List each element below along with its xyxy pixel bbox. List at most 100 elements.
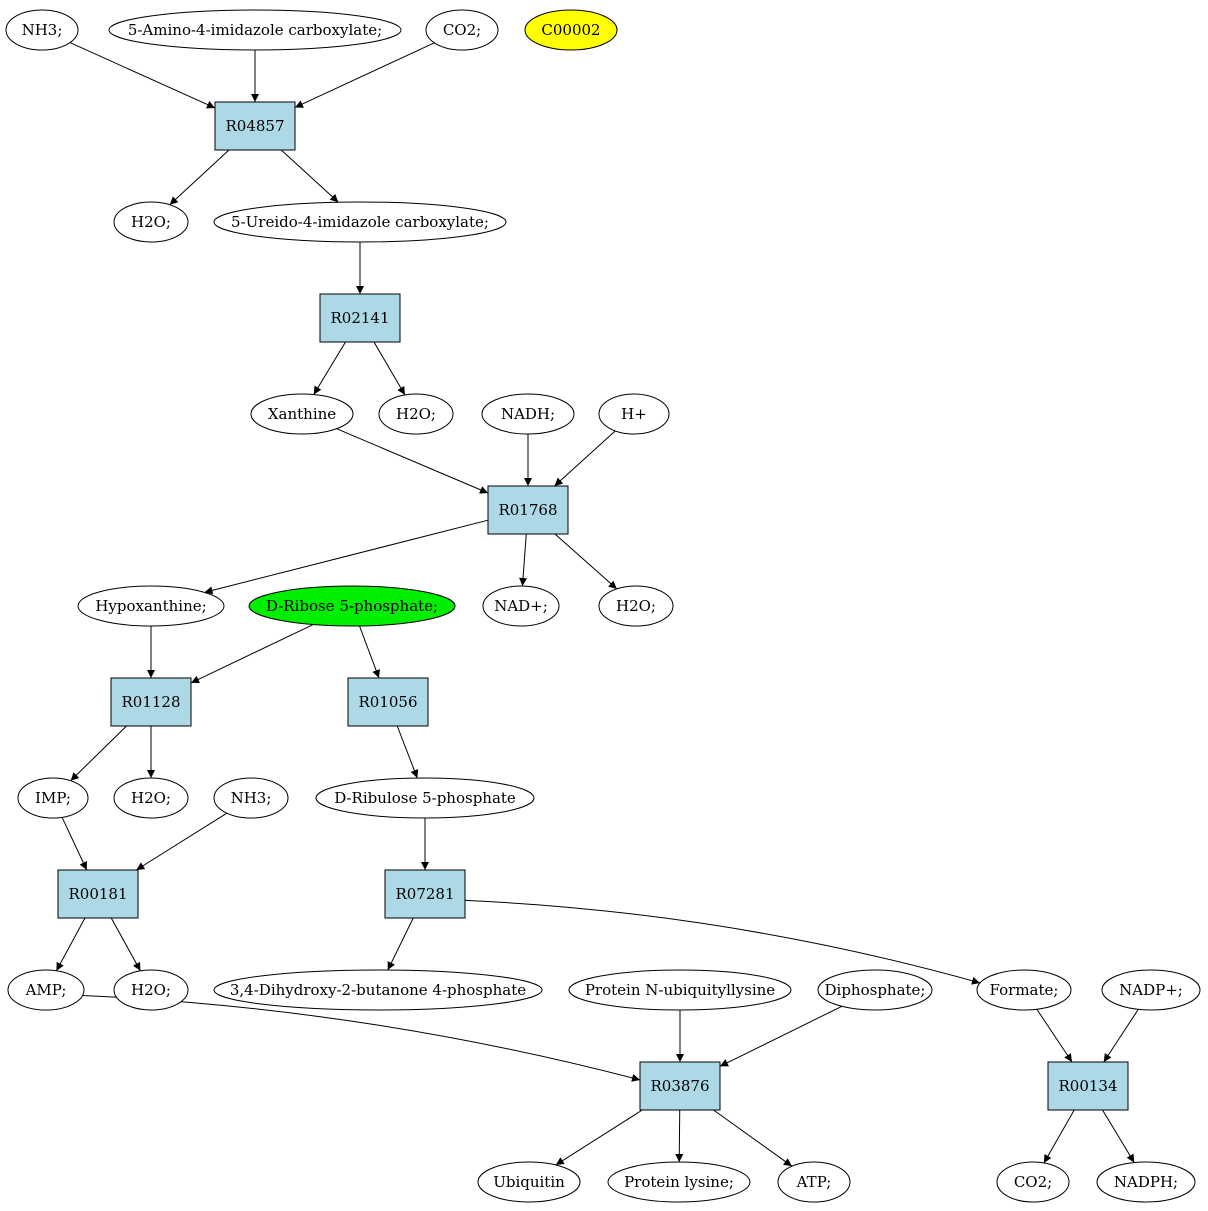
node-h2o_c[interactable]: H2O; [598,585,674,627]
node-label: IMP; [35,789,71,807]
node-ribulose5p[interactable]: D-Ribulose 5-phosphate [315,777,535,819]
edge-r00181-to-h2o_e [110,917,141,972]
compound-ellipse [113,969,189,1011]
edge-r00134-to-nadph [1102,1109,1135,1163]
node-r00134[interactable]: R00134 [1047,1061,1129,1111]
compound-ellipse [568,969,792,1011]
reaction-box [347,677,429,727]
node-nh3_b[interactable]: NH3; [213,777,289,819]
edge-r04857-to-h2o_a [169,149,230,206]
reaction-box [1047,1061,1129,1111]
edge-nh3_a-to-r04857 [69,42,216,109]
node-label: Formate; [990,981,1059,999]
node-hplus[interactable]: H+ [598,393,670,435]
node-label: H2O; [396,405,436,423]
edge-r01768-to-hypoxanthine [204,519,489,595]
edge-ribose5p-to-r01128 [190,624,314,684]
edge-nadpplus-to-r00134 [1103,1009,1139,1063]
node-label: ATP; [796,1173,832,1191]
node-label: H+ [621,405,647,423]
edge-r02141-to-xanthine [313,341,346,395]
node-nh3_a[interactable]: NH3; [5,9,79,51]
node-nadpplus[interactable]: NADP+; [1101,969,1201,1011]
node-nadh[interactable]: NADH; [481,393,575,435]
node-prot_lys[interactable]: Protein lysine; [607,1161,751,1203]
reaction-box [319,293,401,343]
edge-xanthine-to-r01768 [336,428,489,494]
edge-r07281-to-dhbp [387,917,414,971]
node-label: D-Ribose 5-phosphate; [266,597,438,615]
node-label: Ubiquitin [493,1173,565,1191]
compound-ellipse [17,777,89,819]
node-atp[interactable]: ATP; [777,1161,851,1203]
edge-r01128-to-imp [70,725,127,782]
node-xanthine[interactable]: Xanthine [250,393,354,435]
compound-ellipse [598,585,674,627]
node-nadph[interactable]: NADPH; [1096,1161,1196,1203]
node-dhbp[interactable]: 3,4-Dihydroxy-2-butanone 4-phosphate [213,969,543,1011]
compound-ellipse [1101,969,1201,1011]
compound-ellipse [108,9,402,51]
reaction-box [110,677,192,727]
compound-ellipse [5,9,79,51]
node-label: Hypoxanthine; [95,597,206,615]
node-co2_a[interactable]: CO2; [425,9,499,51]
edge-r01056-to-ribulose5p [396,725,419,779]
node-ureido_imid[interactable]: 5-Ureido-4-imidazole carboxylate; [213,201,507,243]
node-imp[interactable]: IMP; [17,777,89,819]
node-h2o_a[interactable]: H2O; [113,201,189,243]
compound-ellipse [425,9,499,51]
node-amino_imid[interactable]: 5-Amino-4-imidazole carboxylate; [108,9,402,51]
node-r01768[interactable]: R01768 [487,485,569,535]
compound-ellipse [113,201,189,243]
node-c00002[interactable]: C00002 [524,9,618,51]
edge-r02141-to-h2o_b [373,341,406,396]
node-label: R01056 [358,693,417,711]
node-ubiquitin[interactable]: Ubiquitin [477,1161,581,1203]
node-label: NADPH; [1114,1173,1178,1191]
compound-ellipse [213,969,543,1011]
node-prot_ubiq[interactable]: Protein N-ubiquityllysine [568,969,792,1011]
node-r00181[interactable]: R00181 [57,869,139,919]
node-r01128[interactable]: R01128 [110,677,192,727]
node-label: Diphosphate; [825,981,926,999]
node-label: R04857 [225,117,284,135]
compound-ellipse [213,201,507,243]
node-nadplus[interactable]: NAD+; [482,585,560,627]
node-diphosphate[interactable]: Diphosphate; [817,969,933,1011]
edge-r03876-to-atp [713,1109,793,1167]
reaction-box [214,101,296,151]
compound-ellipse [477,1161,581,1203]
node-r02141[interactable]: R02141 [319,293,401,343]
node-r01056[interactable]: R01056 [347,677,429,727]
edge-r07281-to-formate [464,899,981,985]
node-label: 5-Amino-4-imidazole carboxylate; [128,21,382,39]
node-h2o_d[interactable]: H2O; [113,777,189,819]
node-co2_b[interactable]: CO2; [996,1161,1070,1203]
edge-r00181-to-amp [55,917,86,972]
node-label: R07281 [395,885,454,903]
compound-ellipse [113,777,189,819]
node-r04857[interactable]: R04857 [214,101,296,151]
node-r07281[interactable]: R07281 [384,869,466,919]
node-r03876[interactable]: R03876 [639,1061,721,1111]
node-label: R03876 [650,1077,709,1095]
reaction-box [384,869,466,919]
node-amp[interactable]: AMP; [7,969,85,1011]
compound-ellipse [976,969,1072,1011]
node-ribose5p[interactable]: D-Ribose 5-phosphate; [248,585,456,627]
compound-ellipse [777,1161,851,1203]
compound-ellipse [213,777,289,819]
compound-ellipse [378,393,454,435]
node-label: Protein N-ubiquityllysine [585,981,775,999]
node-label: NAD+; [494,597,548,615]
node-label: H2O; [131,789,171,807]
node-hypoxanthine[interactable]: Hypoxanthine; [77,585,225,627]
edge-r01768-to-h2o_c [554,533,618,590]
node-formate[interactable]: Formate; [976,969,1072,1011]
node-h2o_e[interactable]: H2O; [113,969,189,1011]
node-h2o_b[interactable]: H2O; [378,393,454,435]
edge-r03876-to-ubiquitin [555,1109,643,1166]
compound-ellipse [77,585,225,627]
